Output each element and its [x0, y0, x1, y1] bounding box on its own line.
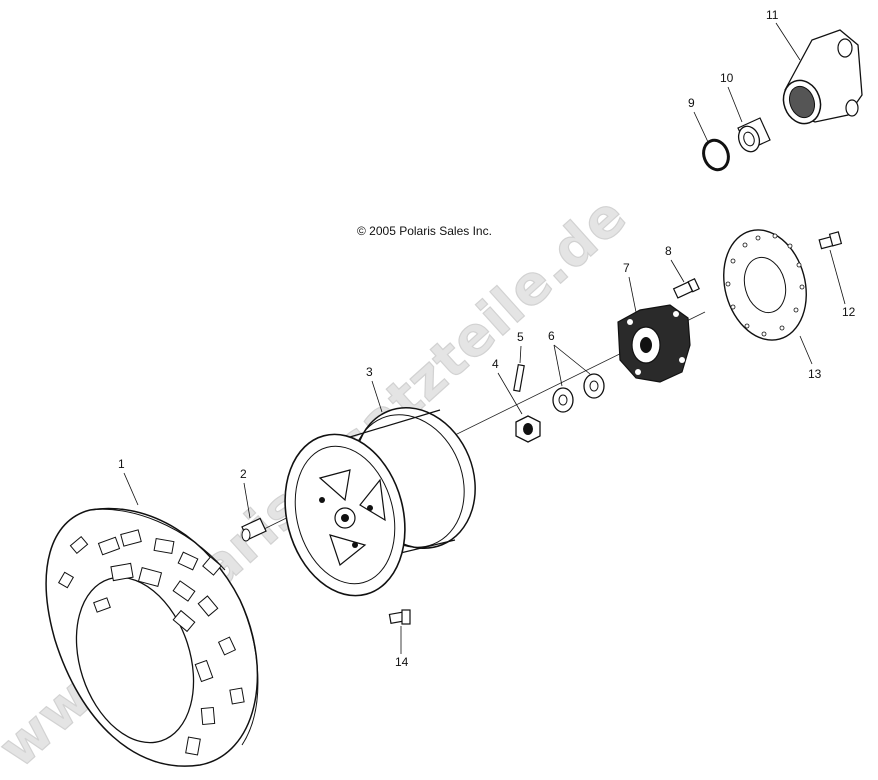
- callout-7: 7: [623, 261, 637, 313]
- svg-text:6: 6: [548, 329, 555, 343]
- callout-9: 9: [688, 96, 709, 143]
- svg-text:14: 14: [395, 655, 409, 669]
- callout-14: 14: [395, 626, 409, 669]
- svg-text:3: 3: [366, 365, 373, 379]
- callout-10: 10: [720, 71, 743, 123]
- copyright-text: © 2005 Polaris Sales Inc.: [357, 224, 492, 238]
- part-11-bearing-carrier[interactable]: [778, 29, 863, 129]
- part-3-wheel-rim[interactable]: [268, 390, 496, 610]
- part-6-washers[interactable]: [552, 373, 605, 413]
- callout-12: 12: [829, 249, 856, 319]
- svg-text:12: 12: [842, 305, 856, 319]
- part-2-valve-stem[interactable]: [241, 517, 267, 542]
- part-9-snap-ring[interactable]: [700, 137, 733, 173]
- callout-5: 5: [517, 330, 524, 364]
- svg-text:7: 7: [623, 261, 630, 275]
- callout-2: 2: [240, 467, 251, 519]
- part-14-rim-bolt[interactable]: [388, 609, 411, 625]
- part-10-bearing[interactable]: [735, 117, 771, 155]
- callout-6: 6: [548, 329, 591, 387]
- part-5-cotter-pin[interactable]: [513, 363, 525, 393]
- svg-text:2: 2: [240, 467, 247, 481]
- svg-text:5: 5: [517, 330, 524, 344]
- svg-text:8: 8: [665, 244, 672, 258]
- callout-4: 4: [492, 357, 523, 415]
- part-1-tire[interactable]: [45, 507, 259, 767]
- part-7-hub[interactable]: [617, 304, 691, 383]
- svg-text:1: 1: [118, 457, 125, 471]
- callout-13: 13: [799, 335, 822, 381]
- part-8-bolt[interactable]: [672, 277, 700, 299]
- svg-text:9: 9: [688, 96, 695, 110]
- svg-text:11: 11: [766, 8, 779, 22]
- svg-text:4: 4: [492, 357, 499, 371]
- svg-text:13: 13: [808, 367, 822, 381]
- callout-3: 3: [366, 365, 383, 413]
- part-4-castle-nut[interactable]: [515, 415, 541, 443]
- callout-11: 11: [766, 8, 801, 61]
- callout-1: 1: [118, 457, 139, 506]
- part-13-brake-disc[interactable]: [712, 221, 818, 350]
- part-12-disc-bolt[interactable]: [818, 231, 843, 250]
- callout-8: 8: [665, 244, 685, 283]
- svg-text:10: 10: [720, 71, 734, 85]
